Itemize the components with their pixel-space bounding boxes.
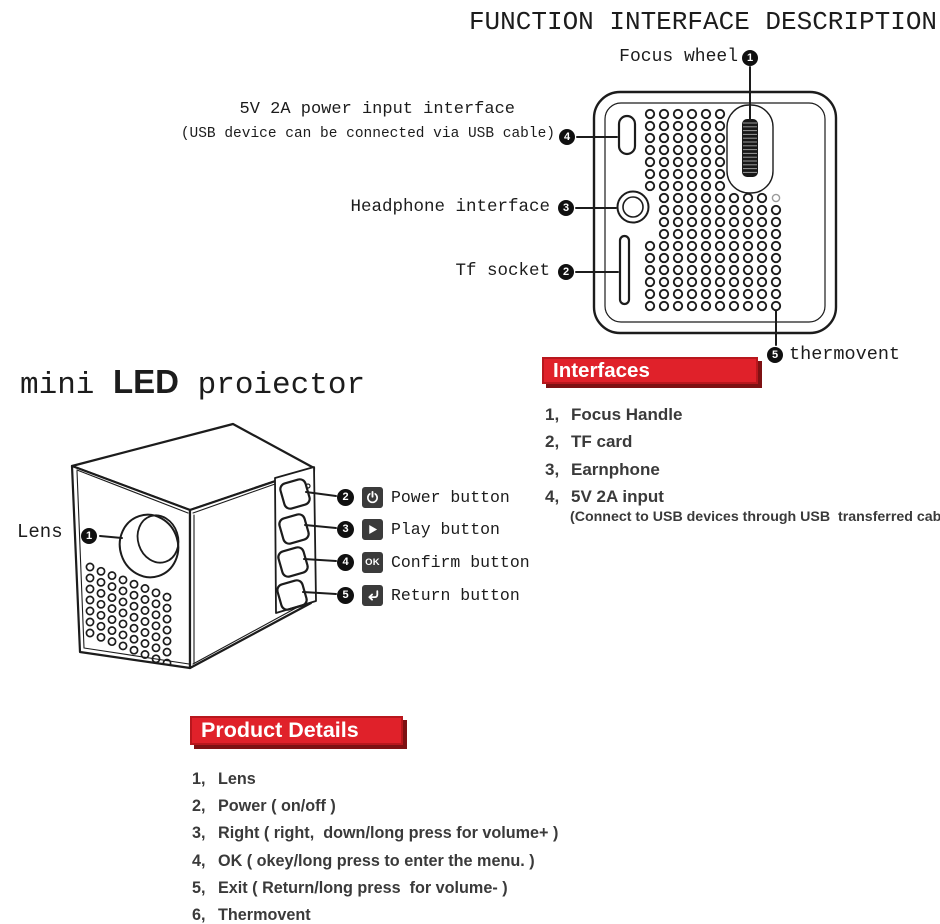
- callout-4-confirm-button: 4: [337, 553, 354, 571]
- projector-cube-drawing: [70, 422, 317, 670]
- product-details-item: 3 Right ( right, down/long press for vol…: [192, 820, 558, 847]
- power-button-label: Power button: [391, 487, 510, 507]
- item-text: OK ( okey/long press to enter the menu. …: [218, 851, 535, 870]
- interfaces-item: 3 Earnphone: [545, 456, 682, 483]
- item-marker: 3: [545, 456, 571, 483]
- product-details-list: 1 Lens 2 Power ( on/off ) 3 Right ( righ…: [192, 766, 558, 924]
- tf-socket-label: Tf socket: [455, 261, 550, 281]
- headphone-label: Headphone interface: [350, 197, 550, 217]
- item-text: 5V 2A input: [571, 486, 664, 506]
- focus-wheel-drawing: [726, 104, 774, 194]
- product-name-part1: mini: [20, 368, 114, 403]
- ok-icon: OK: [362, 551, 383, 573]
- confirm-button-row: 4 OK Confirm button: [337, 551, 530, 573]
- power-icon: [362, 486, 383, 508]
- item-marker: 5: [192, 875, 218, 902]
- play-icon: [362, 518, 383, 540]
- usb-port-drawing: [617, 114, 637, 156]
- product-details-banner: Product Details: [190, 716, 403, 745]
- play-button-label: Play button: [391, 519, 500, 539]
- item-text: Focus Handle: [571, 405, 683, 424]
- item-text: TF card: [571, 432, 633, 452]
- power-input-label: 5V 2A power input interface: [239, 100, 515, 119]
- ok-icon-text: OK: [365, 556, 380, 568]
- callout-5-return-button: 5: [337, 586, 354, 604]
- front-vent-holes: [85, 562, 172, 668]
- interfaces-banner-title: Interfaces: [553, 358, 650, 382]
- product-details-item: 2 Power ( on/off ): [192, 793, 558, 820]
- side-buttons-drawing: [274, 466, 317, 614]
- item-text: Right ( right, down/long press for volum…: [218, 824, 559, 843]
- interfaces-item: 2 TF card: [545, 428, 682, 455]
- lens-label: Lens: [17, 521, 63, 543]
- callout-5-thermovent: 5: [767, 347, 783, 363]
- callout-2-power-button: 2: [337, 488, 354, 506]
- product-details-item: 1 Lens: [192, 766, 558, 793]
- thermovent-label: thermovent: [789, 344, 901, 365]
- return-icon: [362, 584, 383, 606]
- confirm-button-label: Confirm button: [391, 552, 530, 572]
- item-marker: 1: [545, 401, 571, 428]
- item-text: Lens: [218, 770, 256, 788]
- vent-holes-grid: [644, 108, 782, 312]
- item-marker: 2: [545, 428, 571, 455]
- callout-4-power: 4: [559, 129, 575, 145]
- callout-3-play-button: 3: [337, 520, 354, 538]
- item-marker: 3: [192, 820, 218, 847]
- product-name-part3: proiector: [179, 368, 366, 403]
- interfaces-item: 4 5V 2A input: [545, 483, 682, 510]
- interfaces-note: (Connect to USB devices through USB tran…: [570, 509, 940, 525]
- callout-2-tf: 2: [558, 264, 574, 280]
- product-details-banner-title: Product Details: [201, 718, 359, 742]
- play-button-row: 3 Play button: [337, 518, 500, 540]
- item-text: Earnphone: [571, 459, 660, 479]
- item-text: Exit ( Return/long press for volume- ): [218, 878, 508, 897]
- product-details-item: 4 OK ( okey/long press to enter the menu…: [192, 848, 558, 875]
- item-text: Thermovent: [218, 906, 311, 924]
- interfaces-list: 1 Focus Handle 2 TF card 3 Earnphone 4 5…: [545, 401, 682, 510]
- interfaces-item: 1 Focus Handle: [545, 401, 682, 428]
- interfaces-banner: Interfaces: [542, 357, 758, 384]
- headphone-jack-drawing: [616, 190, 650, 224]
- item-marker: 2: [192, 793, 218, 820]
- product-name-part2: LED: [113, 363, 180, 400]
- top-view-device-drawing: [592, 90, 838, 335]
- item-marker: 1: [192, 766, 218, 793]
- return-button-row: 5 Return button: [337, 584, 520, 606]
- lens-drawing: [118, 513, 180, 579]
- callout-3-headphone: 3: [558, 200, 574, 216]
- power-button-row: 2 Power button: [337, 486, 510, 508]
- item-marker: 6: [192, 902, 218, 924]
- page-title: FUNCTION INTERFACE DESCRIPTION: [468, 7, 938, 37]
- item-text: Power ( on/off ): [218, 797, 336, 816]
- product-name-title: mini LED proiector: [4, 345, 365, 421]
- power-input-sublabel: (USB device can be connected via USB cab…: [180, 126, 555, 142]
- item-marker: 4: [545, 483, 571, 510]
- product-details-item: 5 Exit ( Return/long press for volume- ): [192, 875, 558, 902]
- product-details-item: 6 Thermovent: [192, 902, 558, 924]
- focus-wheel-label: Focus wheel: [619, 47, 738, 67]
- return-button-label: Return button: [391, 585, 520, 605]
- callout-1-focus: 1: [742, 50, 758, 66]
- tf-slot-drawing: [618, 234, 631, 306]
- item-marker: 4: [192, 848, 218, 875]
- callout-1-lens: 1: [81, 528, 97, 544]
